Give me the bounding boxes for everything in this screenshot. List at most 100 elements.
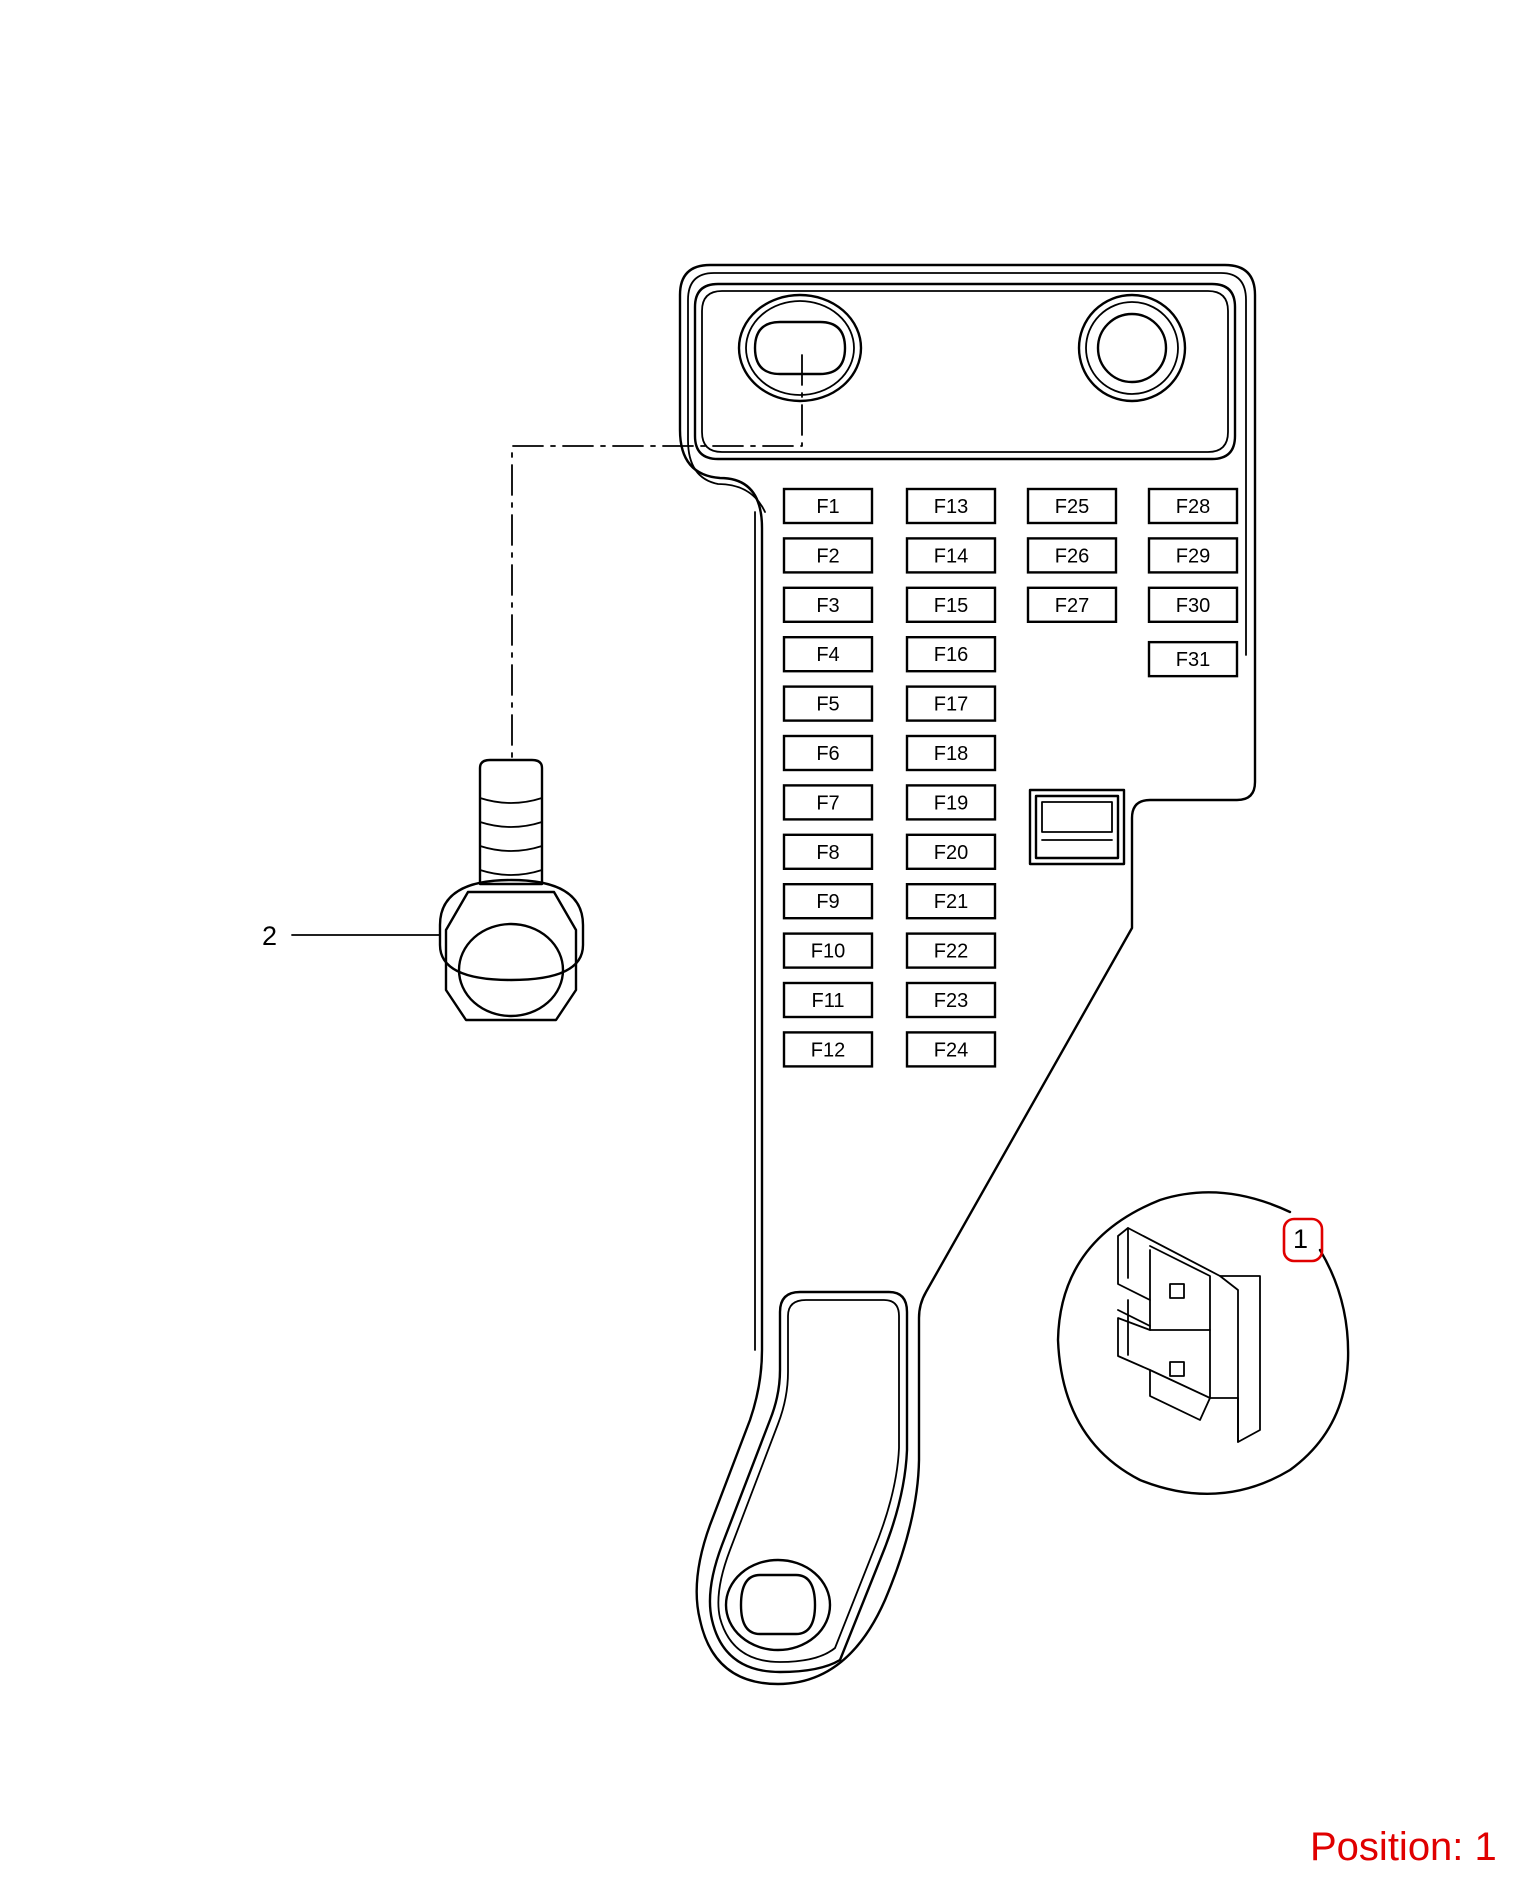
fuse-slot-label: F7 bbox=[816, 792, 839, 814]
fuse-slot-box bbox=[905, 734, 997, 772]
fuse-slot-label: F24 bbox=[934, 1039, 968, 1061]
fuse-slot-label: F26 bbox=[1055, 545, 1089, 567]
fuse-slot-f11: F11 bbox=[782, 981, 874, 1019]
fuse-slot-box bbox=[1026, 487, 1118, 525]
fuse-slot-box bbox=[1147, 586, 1239, 623]
fuse-slot-box bbox=[782, 734, 874, 772]
fuse-slot-label: F19 bbox=[934, 792, 968, 814]
fuse-slot-f18: F18 bbox=[905, 734, 997, 772]
fuse-slot-f23: F23 bbox=[905, 981, 997, 1019]
fuse-slot-f27: F27 bbox=[1026, 586, 1118, 623]
fuse-slot-box bbox=[782, 784, 874, 821]
bolt-callout-number: 2 bbox=[262, 921, 277, 951]
fuse-slot-box bbox=[1147, 537, 1239, 574]
fuse-slot-box bbox=[1147, 487, 1239, 525]
fuse-detail-inset: 1 bbox=[1056, 1191, 1350, 1495]
blade-fuse-icon bbox=[1117, 1227, 1261, 1443]
fuse-slot-f4: F4 bbox=[782, 636, 874, 673]
fuse-slot-box bbox=[905, 636, 997, 673]
fuse-slot-label: F17 bbox=[934, 694, 968, 716]
fuse-slot-box bbox=[782, 981, 874, 1019]
fuse-slot-box bbox=[905, 537, 997, 574]
fuse-slot-label: F18 bbox=[934, 743, 968, 765]
fuse-slot-f28: F28 bbox=[1147, 487, 1239, 525]
fuse-slot-f19: F19 bbox=[905, 784, 997, 821]
fuse-slot-label: F28 bbox=[1176, 496, 1210, 518]
fuse-slot-box bbox=[782, 685, 874, 722]
fuse-slot-label: F3 bbox=[816, 595, 839, 617]
fuse-callout-highlight bbox=[1282, 1217, 1324, 1263]
fuse-slot-f12: F12 bbox=[782, 1031, 874, 1068]
fuse-slot-box bbox=[782, 932, 874, 969]
fuse-slot-f5: F5 bbox=[782, 685, 874, 722]
fuse-slot-box bbox=[905, 784, 997, 821]
fuse-slot-f6: F6 bbox=[782, 734, 874, 772]
fuse-slot-box bbox=[905, 883, 997, 920]
bolt bbox=[438, 758, 585, 1022]
fuse-slot-f30: F30 bbox=[1147, 586, 1239, 623]
fuse-slot-label: F14 bbox=[934, 545, 968, 567]
fuse-slot-box bbox=[1026, 537, 1118, 574]
fuse-slot-f13: F13 bbox=[905, 487, 997, 525]
fuse-slot-f2: F2 bbox=[782, 537, 874, 574]
fuse-slot-label: F8 bbox=[816, 842, 839, 864]
fuse-callout-number: 1 bbox=[1293, 1224, 1308, 1254]
fuse-slot-box bbox=[905, 1031, 997, 1068]
fuse-slot-label: F29 bbox=[1176, 545, 1210, 567]
leader-line bbox=[511, 354, 803, 763]
fuse-slot-box bbox=[905, 833, 997, 870]
fuse-slot-f20: F20 bbox=[905, 833, 997, 870]
fuse-slot-f25: F25 bbox=[1026, 487, 1118, 525]
fuse-slot-box bbox=[782, 537, 874, 574]
fuse-slot-box bbox=[1026, 586, 1118, 623]
fuse-slot-f21: F21 bbox=[905, 883, 997, 920]
fuse-slot-box bbox=[905, 685, 997, 722]
fuse-slot-label: F5 bbox=[816, 694, 839, 716]
fuse-slot-f16: F16 bbox=[905, 636, 997, 673]
fuse-slot-box bbox=[905, 586, 997, 623]
fuse-slot-box bbox=[905, 487, 997, 525]
fuse-slot-label: F21 bbox=[934, 891, 968, 913]
fuse-slot-f7: F7 bbox=[782, 784, 874, 821]
fuse-grid: F1F2F3F4F5F6F7F8F9F10F11F12F13F14F15F16F… bbox=[782, 487, 1239, 1068]
fuse-slot-f24: F24 bbox=[905, 1031, 997, 1068]
fuse-slot-label: F6 bbox=[816, 743, 839, 765]
fuse-slot-f29: F29 bbox=[1147, 537, 1239, 574]
position-label: Position: 1 bbox=[1310, 1825, 1497, 1869]
fuse-slot-label: F13 bbox=[934, 496, 968, 518]
fuse-slot-box bbox=[782, 487, 874, 525]
fuse-slot-f8: F8 bbox=[782, 833, 874, 870]
fuse-slot-label: F9 bbox=[816, 891, 839, 913]
fuse-slot-f10: F10 bbox=[782, 932, 874, 969]
fuse-slot-f14: F14 bbox=[905, 537, 997, 574]
fuse-slot-label: F27 bbox=[1055, 595, 1089, 617]
fuse-slot-f17: F17 bbox=[905, 685, 997, 722]
fuse-slot-box bbox=[782, 586, 874, 623]
fuse-slot-label: F4 bbox=[816, 644, 839, 666]
fuse-slot-box bbox=[905, 981, 997, 1019]
fuse-slot-label: F11 bbox=[812, 990, 845, 1012]
fuse-slot-box bbox=[782, 1031, 874, 1068]
fuse-box-bracket bbox=[678, 263, 1257, 1686]
fuse-slot-label: F31 bbox=[1176, 649, 1210, 671]
fuse-slot-label: F30 bbox=[1176, 595, 1210, 617]
fuse-slot-label: F23 bbox=[934, 990, 968, 1012]
fuse-slot-box bbox=[782, 883, 874, 920]
fuse-slot-box bbox=[782, 636, 874, 673]
bolt-callout: 2 bbox=[262, 921, 441, 951]
fuse-slot-box bbox=[1147, 640, 1239, 678]
fuse-slot-f1: F1 bbox=[782, 487, 874, 525]
fuse-slot-f31: F31 bbox=[1147, 640, 1239, 678]
fuse-slot-f3: F3 bbox=[782, 586, 874, 623]
fuse-slot-label: F20 bbox=[934, 842, 968, 864]
fuse-slot-label: F1 bbox=[816, 496, 839, 518]
fuse-slot-label: F10 bbox=[811, 941, 845, 963]
fuse-slot-label: F12 bbox=[811, 1039, 845, 1061]
fuse-slot-label: F25 bbox=[1055, 496, 1089, 518]
fuse-slot-label: F2 bbox=[816, 545, 839, 567]
fuse-slot-box bbox=[905, 932, 997, 969]
fuse-slot-f26: F26 bbox=[1026, 537, 1118, 574]
fuse-slot-box bbox=[782, 833, 874, 870]
fuse-slot-label: F16 bbox=[934, 644, 968, 666]
